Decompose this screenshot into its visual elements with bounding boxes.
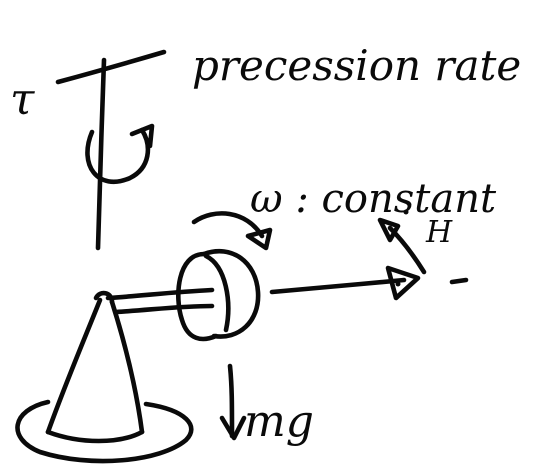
precession-arrowhead — [129, 123, 155, 149]
momentum-arrowhead — [385, 265, 421, 301]
spin-arrowhead — [245, 227, 273, 251]
precession-axis — [55, 49, 167, 251]
vector-mark-dash — [449, 277, 469, 285]
momentum-arrowhead-dot — [395, 281, 401, 287]
cone-base-front — [45, 429, 145, 444]
wheel-front-rim — [176, 251, 219, 342]
weight-shaft — [227, 363, 235, 439]
tau-label-group: τ — [10, 74, 35, 125]
cone-left-edge — [45, 297, 103, 435]
gyroscope-rod — [105, 287, 215, 315]
weight-arrowhead — [219, 415, 247, 441]
rod-upper — [105, 287, 215, 301]
delta-h-vector — [377, 209, 427, 275]
precession-rate-label: precession rate — [192, 41, 521, 90]
cone-stand — [15, 290, 194, 464]
base-ring — [15, 399, 194, 464]
delta-h-dot — [403, 209, 409, 215]
spin-curve — [191, 211, 265, 239]
mg-label: mg — [244, 396, 314, 447]
weight-vector — [219, 363, 247, 441]
axis-crossbar — [55, 49, 167, 85]
precession-rotation-arrow — [85, 127, 151, 185]
vertical-axis-line — [95, 57, 107, 251]
wheel-face-edge — [203, 253, 231, 333]
spinning-wheel — [176, 248, 261, 342]
tau-label: τ — [10, 74, 35, 125]
h-label: H — [425, 215, 453, 250]
spin-arrow — [191, 211, 273, 251]
rod-lower — [113, 303, 215, 315]
cone-right-edge — [109, 299, 145, 435]
momentum-shaft — [269, 277, 407, 295]
delta-h-arrowhead — [377, 217, 401, 243]
omega-constant-label: ω : constant — [250, 176, 497, 222]
wheel-back-rim — [201, 248, 261, 339]
pivot-top — [93, 290, 115, 305]
angular-momentum-vector — [269, 265, 469, 301]
